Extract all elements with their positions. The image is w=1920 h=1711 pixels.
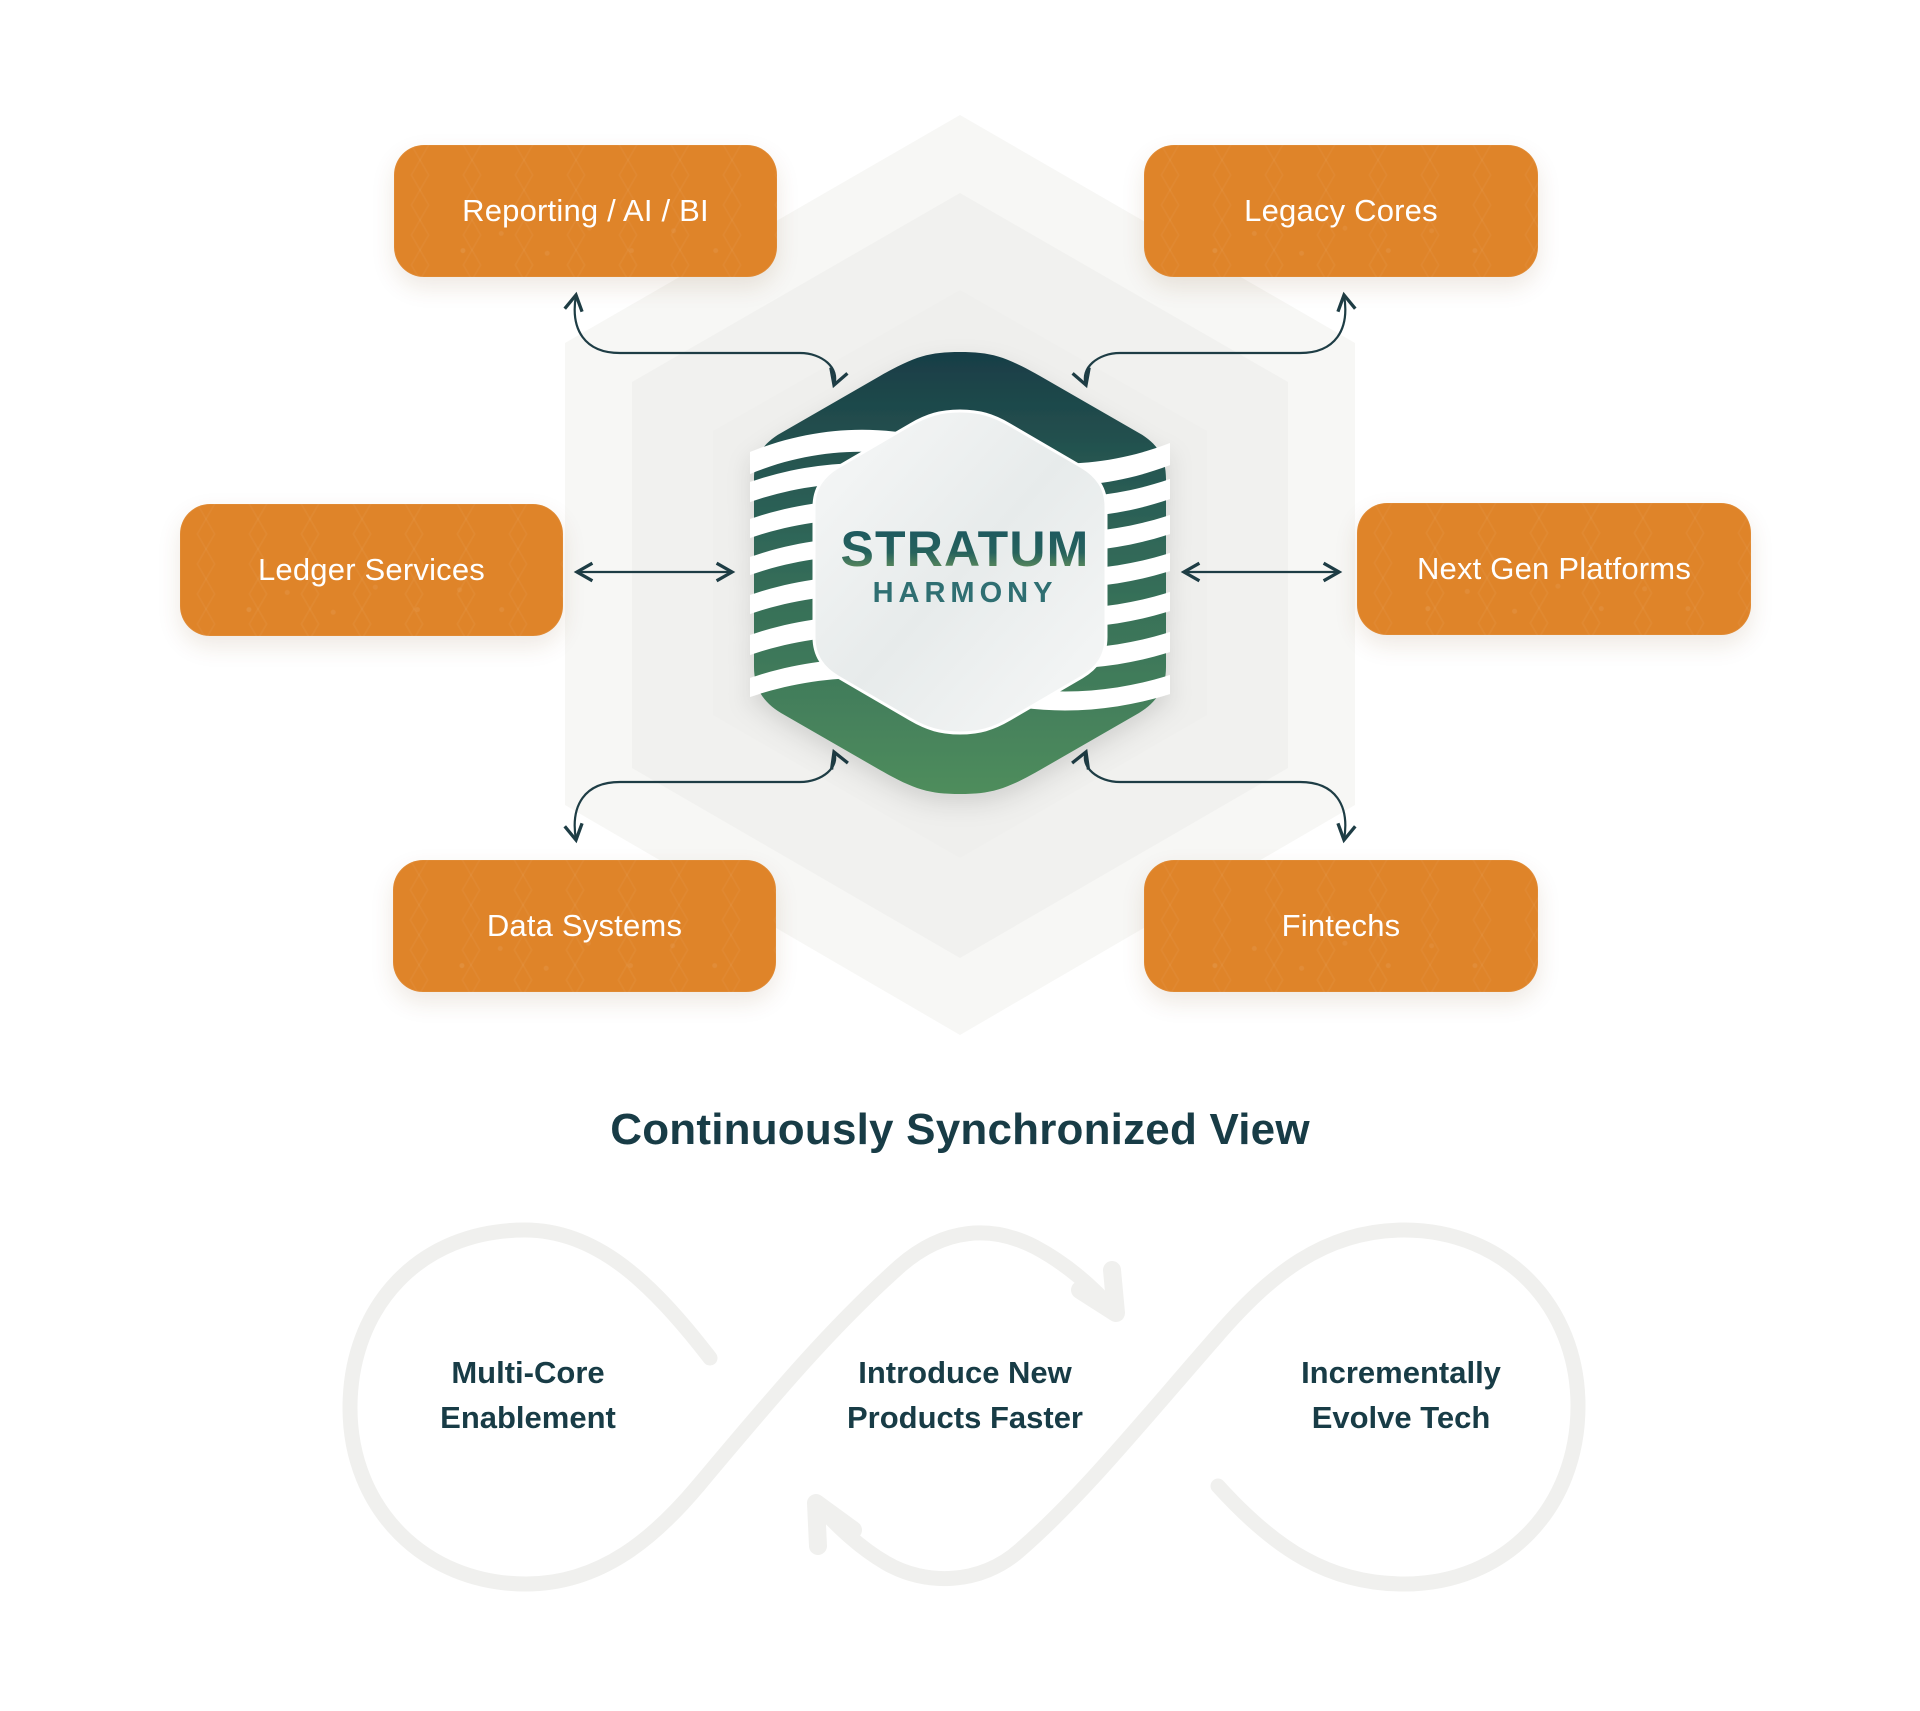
- connectors: [563, 291, 1357, 844]
- logo-inner-hexagon: [812, 409, 1108, 735]
- infinity-right-loop: [1209, 1222, 1586, 1592]
- system-box-fintechs[interactable]: Fintechs: [1144, 860, 1538, 992]
- system-box-ledger-services[interactable]: Ledger Services: [180, 504, 563, 636]
- benefit-label-new-products: Introduce New Products Faster: [846, 1355, 1083, 1435]
- infinity-arrow-bottom: [807, 1494, 862, 1555]
- infinity-left-loop: [342, 1222, 718, 1592]
- system-label-reporting: Reporting / AI / BI: [462, 193, 709, 228]
- system-label-data-systems: Data Systems: [486, 908, 683, 943]
- connector-data: [563, 748, 849, 844]
- benefit-label-multi-core: Multi-Core Enablement: [440, 1355, 616, 1435]
- system-label-fintechs: Fintechs: [1281, 908, 1401, 943]
- connector-legacy: [1071, 291, 1357, 389]
- system-box-next-gen-platforms[interactable]: Next Gen Platforms: [1357, 503, 1751, 635]
- stratum-harmony-logo: [750, 352, 1170, 794]
- infinity-loop-icon: [342, 1222, 1586, 1592]
- system-label-next-gen-platforms: Next Gen Platforms: [1416, 551, 1692, 586]
- system-box-legacy-cores[interactable]: Legacy Cores: [1144, 145, 1538, 277]
- system-box-reporting[interactable]: Reporting / AI / BI: [394, 145, 777, 277]
- connector-fintechs: [1071, 748, 1357, 844]
- infinity-center-bottom: [808, 1328, 1225, 1587]
- connector-reporting: [563, 291, 849, 389]
- infinity-center-top: [690, 1225, 1124, 1494]
- system-label-legacy-cores: Legacy Cores: [1244, 193, 1438, 228]
- system-box-data-systems[interactable]: Data Systems: [393, 860, 776, 992]
- system-label-ledger-services: Ledger Services: [257, 552, 485, 587]
- infinity-arrow-top: [1071, 1261, 1125, 1322]
- benefit-label-evolve-tech: Incrementally Evolve Tech: [1301, 1355, 1501, 1435]
- section-heading: Continuously Synchronized View: [610, 1105, 1310, 1154]
